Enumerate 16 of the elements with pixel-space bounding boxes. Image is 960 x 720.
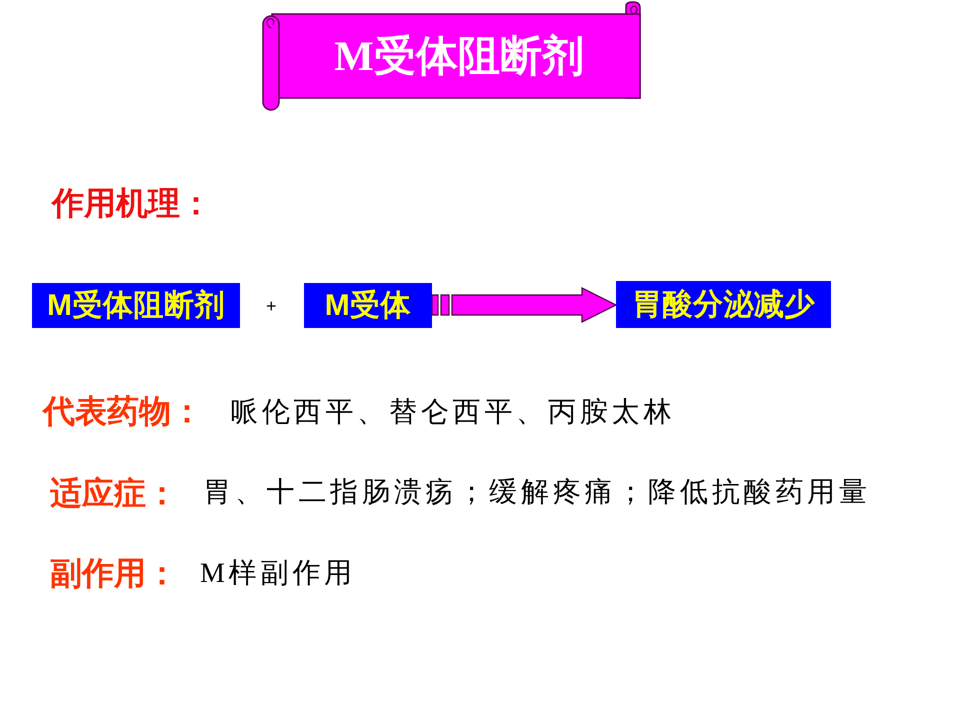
section-heading: 副作用： [50,555,178,591]
diagram-title: M受体阻断剂 [334,32,584,80]
section-heading: 代表药物： [43,393,203,429]
indication-list: 胃、十二指肠溃疡；缓解疼痛；降低抗酸药用量 [203,477,871,509]
box-label: M受体 [324,288,412,322]
process-box [304,283,432,328]
side-effect-text: M样副作用 [200,558,356,590]
process-box [32,283,240,328]
box-label: 胃酸分泌减少 [632,288,815,322]
process-box [616,281,831,328]
section-heading: 适应症： [50,475,178,511]
section-heading: 作用机理： [52,185,212,221]
drug-list: 哌伦西平、替仑西平、丙胺太林 [230,397,676,429]
box-label: M受体阻断剂 [47,288,225,322]
block-arrow [431,287,618,323]
plus-sign: + [266,296,277,316]
